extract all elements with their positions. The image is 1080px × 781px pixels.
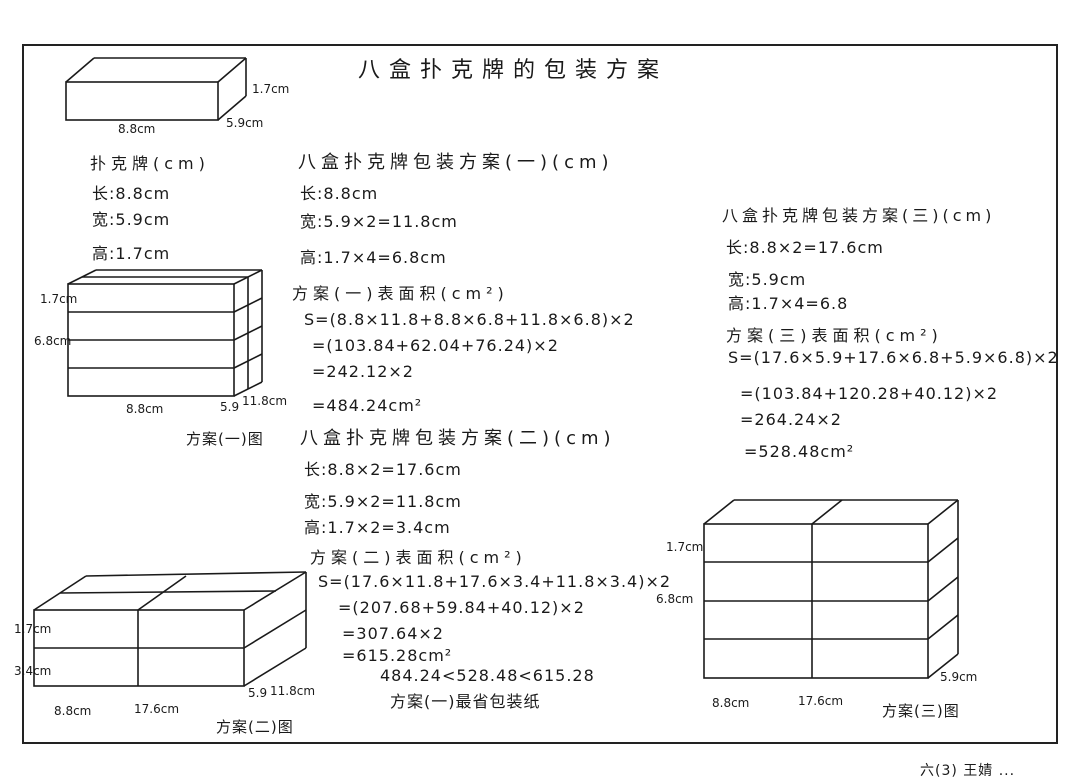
plan2-calc: =(207.68+59.84+40.12)×2 <box>338 598 585 617</box>
plan3-calc: =528.48cm² <box>744 442 855 461</box>
plan1-dim: 高:1.7×4=6.8cm <box>300 248 447 267</box>
card-box-line: 长:8.8cm <box>92 184 171 203</box>
plan1-fig-w1: 5.9 <box>220 400 240 414</box>
plan1-calc: =242.12×2 <box>312 362 414 381</box>
plan2-fig-len2: 17.6cm <box>134 702 180 716</box>
conclusion-line: 方案(一)最省包装纸 <box>390 692 541 711</box>
card-box-heading: 扑克牌(cm) <box>90 154 210 173</box>
plan2-fig-d: 11.8cm <box>270 684 316 698</box>
plan3-dim: 高:1.7×4=6.8 <box>728 294 849 313</box>
single-box-length-label: 8.8cm <box>118 122 156 136</box>
plan3-calc: =(103.84+120.28+40.12)×2 <box>740 384 999 403</box>
plan3-fig-len2: 17.6cm <box>798 694 844 708</box>
plan2-fig-w: 5.9 <box>248 686 268 700</box>
plan2-dim: 宽:5.9×2=11.8cm <box>304 492 462 511</box>
plan1-figure <box>67 269 263 397</box>
plan2-fig-caption: 方案(二)图 <box>216 718 294 736</box>
plan1-dim: 长:8.8cm <box>300 184 379 203</box>
single-box-height-label: 1.7cm <box>252 82 290 96</box>
plan2-figure <box>33 571 307 687</box>
plan3-fig-w: 5.9cm <box>940 670 978 684</box>
plan1-fig-len: 8.8cm <box>126 402 164 416</box>
plan3-calc: S=(17.6×5.9+17.6×6.8+5.9×6.8)×2 <box>728 348 1059 367</box>
plan3-figure <box>703 499 959 679</box>
plan1-fig-h2: 6.8cm <box>34 334 72 348</box>
plan3-area-heading: 方案(三)表面积(cm²) <box>726 326 943 345</box>
plan1-calc: =484.24cm² <box>312 396 423 415</box>
plan1-heading: 八盒扑克牌包装方案(一)(cm) <box>298 152 614 173</box>
page-title: 八盒扑克牌的包装方案 <box>358 58 669 83</box>
plan3-fig-h2: 6.8cm <box>656 592 694 606</box>
plan2-calc: S=(17.6×11.8+17.6×3.4+11.8×3.4)×2 <box>318 572 672 591</box>
plan1-fig-h1: 1.7cm <box>40 292 78 306</box>
single-box-width-label: 5.9cm <box>226 116 264 130</box>
author-signature: 六(3) 王婧 ... <box>920 763 1016 779</box>
plan3-calc: =264.24×2 <box>740 410 842 429</box>
plan1-calc: S=(8.8×11.8+8.8×6.8+11.8×6.8)×2 <box>304 310 635 329</box>
plan3-dim: 宽:5.9cm <box>728 270 807 289</box>
plan1-calc: =(103.84+62.04+76.24)×2 <box>312 336 559 355</box>
plan2-calc: =615.28cm² <box>342 646 453 665</box>
plan3-fig-h1: 1.7cm <box>666 540 704 554</box>
plan2-fig-h1: 1.7cm <box>14 622 52 636</box>
plan2-dim: 高:1.7×2=3.4cm <box>304 518 451 537</box>
plan2-fig-h2: 3.4cm <box>14 664 52 678</box>
plan1-dim: 宽:5.9×2=11.8cm <box>300 212 458 231</box>
plan3-dim: 长:8.8×2=17.6cm <box>726 238 884 257</box>
card-box-line: 宽:5.9cm <box>92 210 171 229</box>
plan1-area-heading: 方案(一)表面积(cm²) <box>292 284 509 303</box>
comparison-line: 484.24<528.48<615.28 <box>380 666 595 685</box>
plan1-fig-caption: 方案(一)图 <box>186 430 264 448</box>
plan2-dim: 长:8.8×2=17.6cm <box>304 460 462 479</box>
plan2-fig-len1: 8.8cm <box>54 704 92 718</box>
plan3-fig-len1: 8.8cm <box>712 696 750 710</box>
card-box-line: 高:1.7cm <box>92 244 171 263</box>
plan2-area-heading: 方案(二)表面积(cm²) <box>310 548 527 567</box>
plan2-heading: 八盒扑克牌包装方案(二)(cm) <box>300 428 616 449</box>
poster-border <box>22 44 1058 744</box>
plan1-fig-w2: 11.8cm <box>242 394 288 408</box>
plan3-fig-caption: 方案(三)图 <box>882 702 960 720</box>
plan2-calc: =307.64×2 <box>342 624 444 643</box>
single-box-drawing <box>65 57 247 121</box>
plan3-heading: 八盒扑克牌包装方案(三)(cm) <box>722 206 996 225</box>
